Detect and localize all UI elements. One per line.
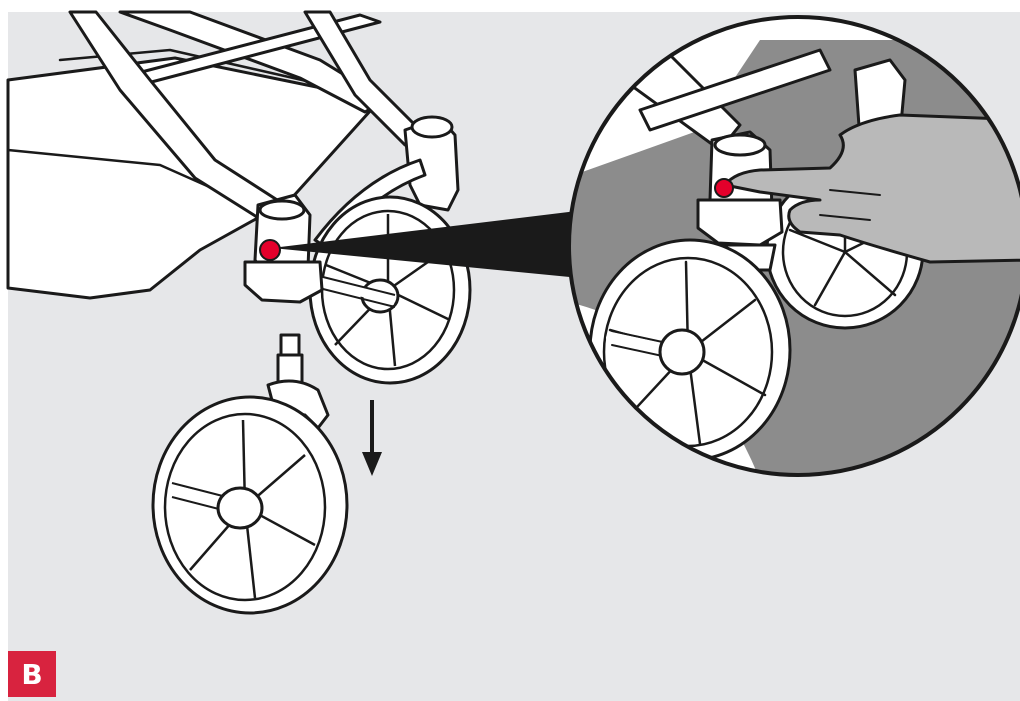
step-badge: B	[8, 651, 56, 697]
detached-wheel	[151, 333, 349, 615]
release-button-icon	[259, 239, 281, 261]
release-button-zoomed-icon	[714, 178, 734, 198]
zoom-detail-circle	[567, 15, 1020, 477]
front-wheel-attached	[308, 195, 472, 385]
stroller-frame	[6, 10, 460, 300]
down-arrow-icon	[362, 400, 382, 476]
zoom-callout-cone	[272, 210, 585, 278]
